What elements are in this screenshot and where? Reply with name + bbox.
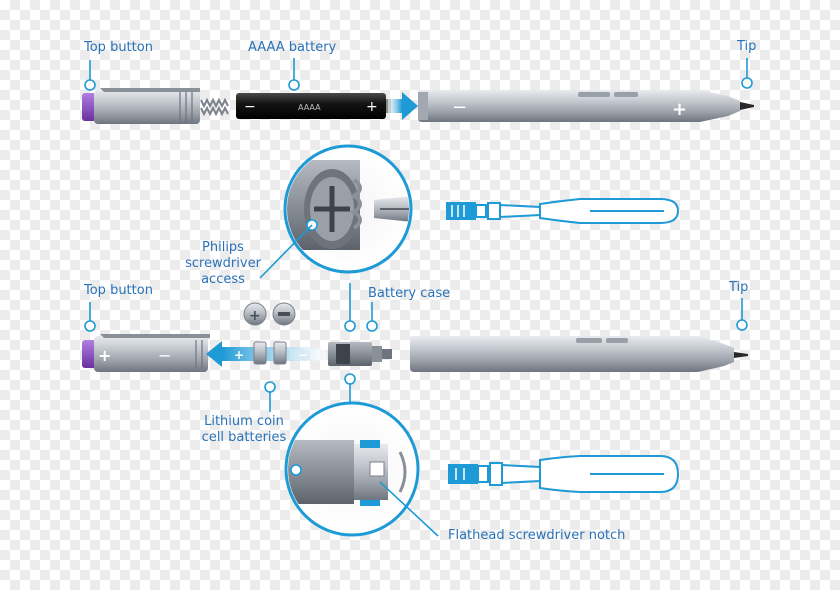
svg-text:+: +: [234, 348, 244, 362]
label-tip: Tip: [737, 39, 757, 54]
label-top-button-2: Top button: [84, 283, 153, 298]
label-aaaa-battery: AAAA battery: [248, 40, 337, 55]
label-philips: Philips screwdriver access: [178, 240, 268, 288]
label-philips-line2: screwdriver: [185, 256, 261, 271]
battery-plus-glyph: +: [366, 99, 378, 115]
battery-label: AAAA: [298, 103, 321, 112]
flathead-magnifier: [284, 401, 420, 537]
top-button-purple-cap-2: [82, 340, 96, 368]
label-flathead-notch: Flathead screwdriver notch: [448, 528, 626, 543]
insert-arrow-left: + −: [206, 341, 326, 367]
label-lithium-line1: Lithium coin: [204, 414, 284, 429]
label-battery-case: Battery case: [368, 286, 451, 301]
label-philips-line3: access: [201, 272, 245, 287]
label-top-button: Top button: [84, 40, 153, 55]
label-lithium-line2: cell batteries: [201, 430, 287, 445]
svg-text:+: +: [249, 308, 261, 324]
pen-tip-2: [734, 352, 748, 358]
philips-magnifier: [283, 144, 413, 274]
svg-text:−: −: [298, 348, 308, 362]
pen-plus-glyph: +: [672, 99, 687, 120]
top-cap-body: [94, 90, 200, 124]
philips-screwdriver: [446, 198, 680, 224]
insert-arrow-right: [388, 92, 418, 120]
row1-top-button-assembly: [82, 88, 229, 124]
row1-pen-body: − +: [418, 90, 754, 122]
philips-pointer: [259, 224, 313, 279]
top-button-purple-cap: [82, 93, 96, 121]
row2-pen-body: [410, 336, 748, 372]
battery-minus-glyph: −: [244, 99, 256, 115]
flathead-screwdriver: [448, 455, 680, 493]
row2-top-button-assembly: + −: [82, 334, 210, 372]
svg-text:+: +: [98, 346, 111, 365]
row1-callouts: [84, 58, 753, 91]
flathead-pointer: [379, 481, 439, 537]
coin-batteries-pair: +: [243, 302, 296, 326]
aaaa-battery: − + AAAA: [236, 93, 391, 119]
svg-text:−: −: [158, 346, 171, 365]
pen-minus-glyph: −: [452, 97, 467, 118]
label-tip-2: Tip: [729, 280, 749, 295]
spring: [200, 97, 229, 109]
battery-case: [328, 342, 392, 366]
label-lithium: Lithium coin cell batteries: [196, 414, 292, 446]
row2-callouts: [84, 283, 748, 412]
label-philips-line1: Philips: [202, 240, 244, 255]
pen-tip: [740, 102, 754, 110]
